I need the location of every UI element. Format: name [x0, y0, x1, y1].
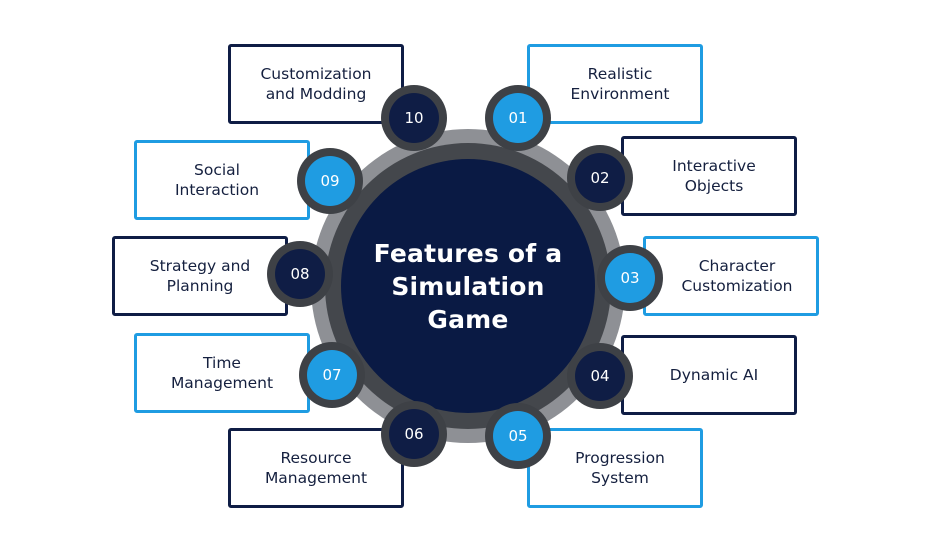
- badge-08: 08: [267, 241, 333, 307]
- badge-number-05: 05: [493, 411, 543, 461]
- badge-07: 07: [299, 342, 365, 408]
- badge-10: 10: [381, 85, 447, 151]
- feature-box-03: Character Customization: [643, 236, 819, 316]
- badge-01: 01: [485, 85, 551, 151]
- feature-box-09: Social Interaction: [134, 140, 310, 220]
- badge-number-07: 07: [307, 350, 357, 400]
- badge-04: 04: [567, 343, 633, 409]
- badge-02: 02: [567, 145, 633, 211]
- feature-label-03: Character Customization: [681, 257, 793, 295]
- feature-box-05: Progression System: [527, 428, 703, 508]
- badge-number-03: 03: [605, 253, 655, 303]
- feature-label-07: Time Management: [170, 354, 274, 392]
- badge-number-08: 08: [275, 249, 325, 299]
- feature-box-07: Time Management: [134, 333, 310, 413]
- feature-label-04: Dynamic AI: [669, 366, 759, 384]
- feature-box-06: Resource Management: [228, 428, 404, 508]
- feature-label-10: Customization and Modding: [260, 65, 372, 103]
- badge-number-04: 04: [575, 351, 625, 401]
- diagram-title: Features of a Simulation Game: [373, 238, 563, 334]
- badge-number-09: 09: [305, 156, 355, 206]
- feature-box-02: Interactive Objects: [621, 136, 797, 216]
- badge-number-02: 02: [575, 153, 625, 203]
- feature-box-08: Strategy and Planning: [112, 236, 288, 316]
- feature-box-01: Realistic Environment: [527, 44, 703, 124]
- feature-label-06: Resource Management: [264, 449, 368, 487]
- badge-09: 09: [297, 148, 363, 214]
- feature-label-05: Progression System: [575, 449, 665, 487]
- badge-06: 06: [381, 401, 447, 467]
- badge-number-10: 10: [389, 93, 439, 143]
- feature-box-10: Customization and Modding: [228, 44, 404, 124]
- badge-number-01: 01: [493, 93, 543, 143]
- badge-05: 05: [485, 403, 551, 469]
- feature-label-02: Interactive Objects: [672, 157, 756, 195]
- badge-03: 03: [597, 245, 663, 311]
- feature-label-01: Realistic Environment: [570, 65, 670, 103]
- center-circle: Features of a Simulation Game: [341, 159, 595, 413]
- feature-box-04: Dynamic AI: [621, 335, 797, 415]
- badge-number-06: 06: [389, 409, 439, 459]
- feature-label-08: Strategy and Planning: [149, 257, 251, 295]
- feature-label-09: Social Interaction: [174, 161, 260, 199]
